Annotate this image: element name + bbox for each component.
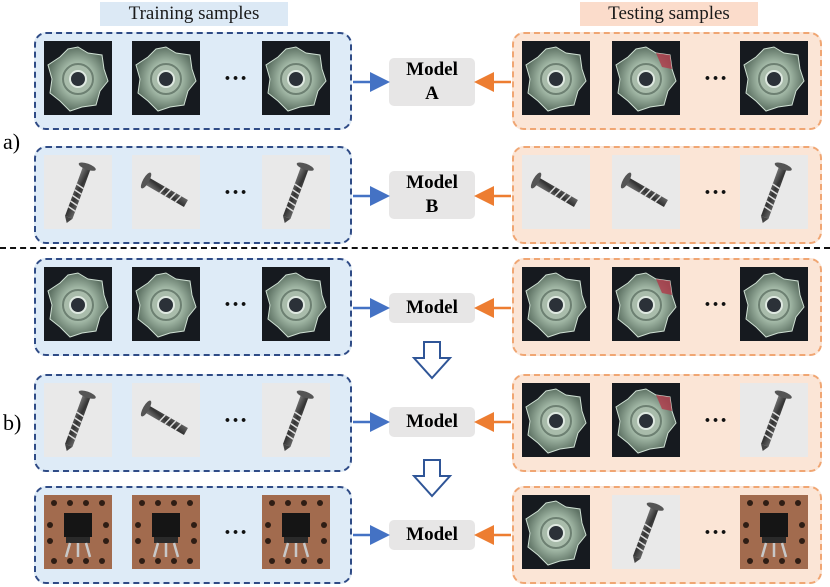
model-b-letter: B bbox=[425, 196, 439, 217]
row-label-a: a) bbox=[3, 129, 21, 154]
model-box-1: Model bbox=[389, 293, 475, 323]
model-box-2: Model bbox=[389, 407, 475, 437]
training-samples-header: Training samples bbox=[100, 2, 288, 26]
train-panel-row-4: … bbox=[34, 374, 352, 472]
train-panel-row-1: … bbox=[34, 32, 352, 130]
ellipsis: … bbox=[703, 60, 729, 86]
testing-samples-header: Testing samples bbox=[580, 2, 758, 26]
ellipsis: … bbox=[223, 60, 249, 86]
train-panel-row-3: … bbox=[34, 258, 352, 356]
model-a-box: Model A bbox=[389, 58, 475, 106]
test-panel-row-2: … bbox=[512, 146, 822, 244]
train-panel-row-2: … bbox=[34, 146, 352, 244]
model-a-letter: A bbox=[425, 83, 439, 104]
model-box-3: Model bbox=[389, 520, 475, 550]
ellipsis: … bbox=[703, 286, 729, 312]
ellipsis: … bbox=[703, 402, 729, 428]
model-b-label: Model bbox=[406, 172, 458, 193]
down-arrow-2 bbox=[411, 459, 453, 498]
ellipsis: … bbox=[223, 286, 249, 312]
model-a-label: Model bbox=[406, 59, 458, 80]
test-panel-row-3: … bbox=[512, 258, 822, 356]
train-panel-row-5: … bbox=[34, 486, 352, 584]
ellipsis: … bbox=[223, 174, 249, 200]
test-panel-row-4: … bbox=[512, 374, 822, 472]
down-arrow-1 bbox=[411, 341, 453, 380]
test-panel-row-1: … bbox=[512, 32, 822, 130]
test-panel-row-5: … bbox=[512, 486, 822, 584]
ellipsis: … bbox=[223, 402, 249, 428]
row-label-b: b) bbox=[3, 410, 22, 435]
ellipsis: … bbox=[223, 514, 249, 540]
section-divider bbox=[0, 247, 830, 249]
ellipsis: … bbox=[703, 514, 729, 540]
model-b-box: Model B bbox=[389, 171, 475, 219]
ellipsis: … bbox=[703, 174, 729, 200]
